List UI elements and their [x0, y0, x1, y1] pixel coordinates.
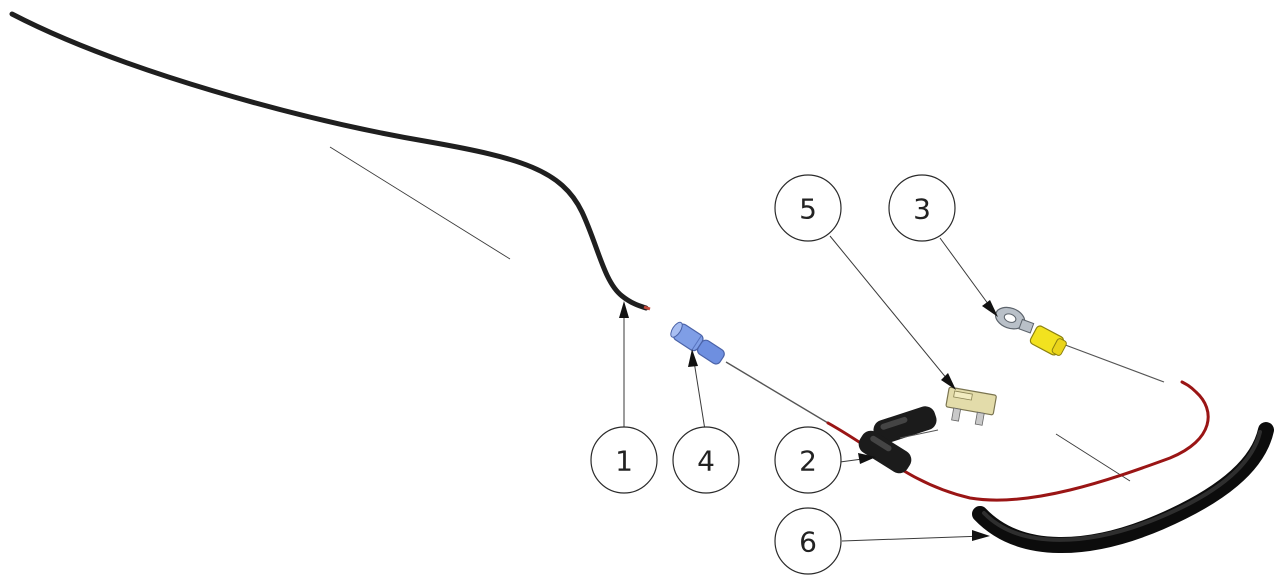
callout-3-number: 3 — [913, 193, 931, 226]
ring-terminal — [994, 306, 1067, 356]
arrowhead-4 — [688, 349, 698, 367]
callout-4-number: 4 — [697, 445, 715, 478]
callout-2-number: 2 — [799, 445, 817, 478]
arrowhead-3 — [982, 300, 998, 317]
callout-leaders — [619, 235, 998, 542]
reference-line-left — [329, 146, 511, 260]
leader-6 — [841, 535, 985, 542]
callout-1-number: 1 — [615, 445, 633, 478]
leader-4 — [692, 354, 706, 431]
heat-shrink-sleeve — [972, 422, 1274, 553]
leader-3 — [939, 237, 995, 313]
leader-5 — [829, 235, 953, 386]
inline-fuse-holder — [858, 406, 939, 474]
blade-fuse — [945, 386, 997, 426]
reference-line-right — [1055, 433, 1131, 482]
callout-5-number: 5 — [799, 193, 817, 226]
arrowhead-6 — [972, 530, 990, 541]
callout-6: 6 — [774, 507, 842, 575]
arrowhead-2 — [858, 453, 876, 464]
callout-4: 4 — [672, 426, 740, 494]
callout-1: 1 — [590, 426, 658, 494]
black-wire — [9, 11, 651, 311]
red-wire-lead-right — [1059, 342, 1165, 383]
callout-2: 2 — [774, 426, 842, 494]
red-wire-body — [826, 380, 1210, 502]
arrowhead-5 — [941, 373, 956, 390]
callout-6-number: 6 — [799, 526, 817, 559]
red-wire-lead — [725, 361, 829, 424]
butt-connector — [670, 321, 725, 365]
red-wire — [725, 342, 1210, 502]
black-wire-body — [9, 11, 649, 311]
arrowhead-1 — [619, 301, 629, 318]
callout-3: 3 — [888, 174, 956, 242]
black-wire-tip — [643, 305, 651, 311]
callout-5: 5 — [774, 174, 842, 242]
